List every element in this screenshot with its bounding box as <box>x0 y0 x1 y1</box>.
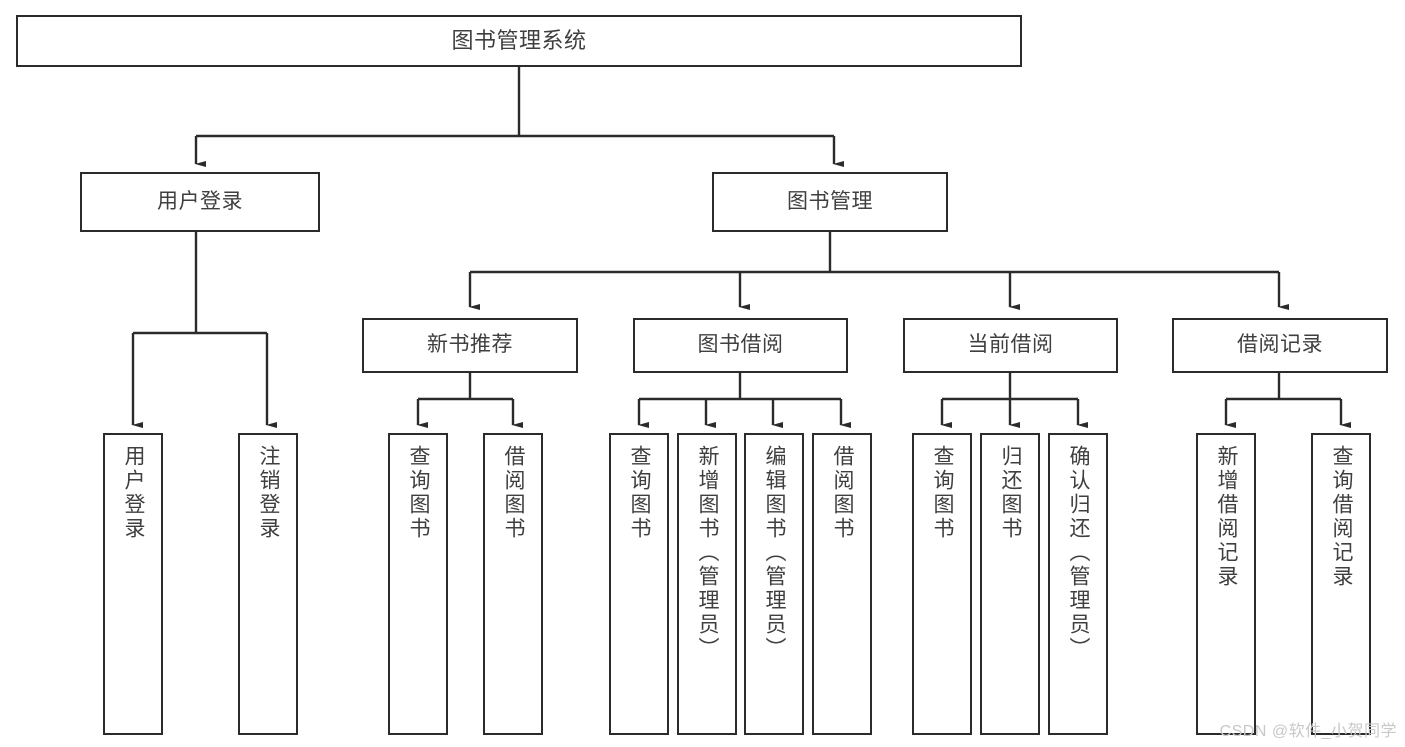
node-label: 图书借阅 <box>697 333 784 357</box>
node-label: 新增借阅记录 <box>1215 445 1239 589</box>
node-label: 借阅记录 <box>1237 333 1323 357</box>
leaf-borrow-borrow-book[interactable]: 借阅图书 <box>812 433 872 735</box>
leaf-record-add[interactable]: 新增借阅记录 <box>1196 433 1256 735</box>
node-label: 当前借阅 <box>967 333 1054 357</box>
leaf-current-return-book[interactable]: 归还图书 <box>980 433 1040 735</box>
node-root[interactable]: 图书管理系统 <box>16 15 1022 67</box>
node-label: 查询图书 <box>931 445 955 541</box>
node-book-management[interactable]: 图书管理 <box>712 172 948 232</box>
node-label: 归还图书 <box>999 445 1023 541</box>
node-current-borrow[interactable]: 当前借阅 <box>903 318 1118 373</box>
leaf-borrow-query-book[interactable]: 查询图书 <box>609 433 669 735</box>
node-label: 用户登录 <box>122 445 146 541</box>
node-user-login[interactable]: 用户登录 <box>80 172 320 232</box>
node-label: 新书推荐 <box>427 333 513 357</box>
leaf-record-query[interactable]: 查询借阅记录 <box>1311 433 1371 735</box>
leaf-new-book-query[interactable]: 查询图书 <box>388 433 448 735</box>
node-label: 用户登录 <box>157 189 243 213</box>
node-label: 查询借阅记录 <box>1330 445 1354 589</box>
watermark: CSDN @软件_小贺同学 <box>1219 723 1397 740</box>
leaf-new-book-borrow[interactable]: 借阅图书 <box>483 433 543 735</box>
node-label: 查询图书 <box>628 445 652 541</box>
leaf-borrow-add-book[interactable]: 新增图书（管理员） <box>677 433 737 735</box>
node-new-book-recommend[interactable]: 新书推荐 <box>362 318 578 373</box>
node-label: 图书管理系统 <box>451 28 587 54</box>
node-label: 编辑图书（管理员） <box>763 445 787 661</box>
node-book-borrow[interactable]: 图书借阅 <box>633 318 848 373</box>
leaf-borrow-edit-book[interactable]: 编辑图书（管理员） <box>744 433 804 735</box>
node-label: 借阅图书 <box>502 445 526 541</box>
leaf-user-login-logout[interactable]: 注销登录 <box>238 433 298 735</box>
node-label: 借阅图书 <box>831 445 855 541</box>
leaf-current-query-book[interactable]: 查询图书 <box>912 433 972 735</box>
node-borrow-record[interactable]: 借阅记录 <box>1172 318 1388 373</box>
node-label: 图书管理 <box>787 189 873 213</box>
node-label: 查询图书 <box>407 445 431 541</box>
leaf-user-login-login[interactable]: 用户登录 <box>103 433 163 735</box>
node-label: 注销登录 <box>257 445 281 541</box>
node-label: 新增图书（管理员） <box>696 445 720 661</box>
node-label: 确认归还（管理员） <box>1067 445 1091 661</box>
leaf-current-confirm-return[interactable]: 确认归还（管理员） <box>1048 433 1108 735</box>
